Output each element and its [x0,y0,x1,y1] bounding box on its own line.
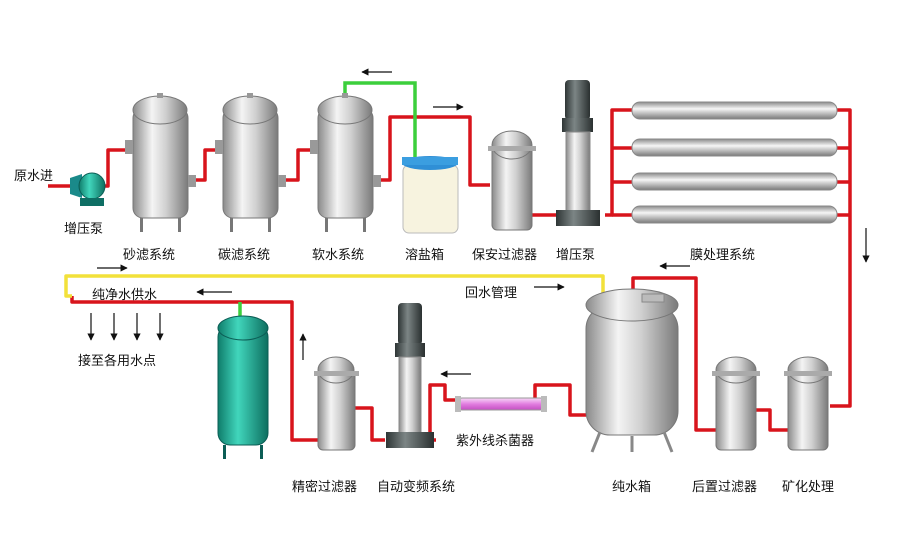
flow-arrows [87,68,870,378]
booster-pump-1-icon [70,172,106,206]
post-filter-icon [712,356,760,451]
precision-filter-icon [314,356,359,451]
label-raw-water-in: 原水进 [14,169,54,184]
security-filter-icon [488,130,536,231]
label-softener: 软水系统 [312,248,365,263]
label-to-use-points: 接至各用水点 [78,354,157,369]
label-booster-pump-2: 增压泵 [556,248,596,263]
label-uv-sterilizer: 紫外线杀菌器 [456,434,535,449]
label-sand-filter: 砂滤系统 [123,248,176,263]
sand-filter-vessel-icon [125,93,196,232]
label-post-filter: 后置过滤器 [692,480,758,495]
label-pure-water-supply: 纯净水供水 [92,288,158,303]
pressure-tank-icon [217,315,269,459]
membrane-tubes-icon [631,101,838,224]
uv-sterilizer-icon [455,396,547,412]
label-vfd-system: 自动变频系统 [377,480,456,495]
label-mineralization: 矿化处理 [782,480,835,495]
label-carbon-filter: 碳滤系统 [218,248,271,263]
carbon-filter-vessel-icon [215,93,286,232]
yellow-return-pipe [64,274,605,298]
label-return-pipe: 回水管理 [465,286,518,301]
label-security-filter: 保安过滤器 [472,248,538,263]
pure-water-tank-icon [585,288,679,453]
label-brine-tank: 溶盐箱 [405,248,445,263]
label-pure-water-tank: 纯水箱 [612,480,652,495]
mineralization-filter-icon [784,356,832,451]
label-membrane-system: 膜处理系统 [690,248,756,263]
vfd-pump-icon [386,303,434,448]
booster-pump-2-icon [556,80,600,226]
label-precision-filter: 精密过滤器 [292,480,358,495]
label-booster-pump-1: 增压泵 [64,222,104,237]
brine-tank-icon [402,156,459,234]
softener-vessel-icon [310,93,381,232]
green-pipe [238,81,417,318]
